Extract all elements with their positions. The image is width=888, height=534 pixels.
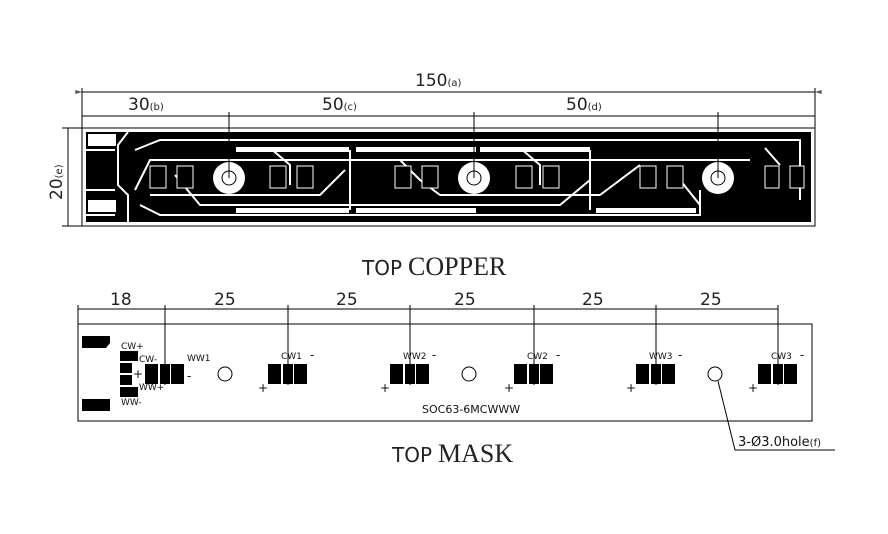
- led-pad: [784, 364, 797, 384]
- copper-pads: [149, 165, 805, 189]
- led-label: WW1: [187, 354, 211, 364]
- led-footprint: CW1- +: [258, 348, 314, 395]
- dim-25: 25: [336, 290, 358, 310]
- led-pad: [636, 364, 649, 384]
- dim-25: 25: [214, 290, 236, 310]
- led-minus: -: [187, 369, 191, 383]
- label-ww-plus: WW+: [139, 383, 164, 393]
- led-minus: -: [800, 348, 804, 362]
- led-pad: [758, 364, 771, 384]
- led-pad: [294, 364, 307, 384]
- led-pad: [268, 364, 281, 384]
- led-footprints: WW1-CW1-+WW2-+CW2-+WW3-+CW3-+: [145, 348, 804, 395]
- label-cw-plus: CW+: [121, 342, 144, 352]
- dim-25: 25: [454, 290, 476, 310]
- led-pad: [514, 364, 527, 384]
- dim-overall: 150(a): [415, 71, 461, 91]
- led-footprint: CW3- +: [748, 348, 804, 395]
- led-plus: +: [748, 381, 758, 395]
- led-label: WW2: [403, 352, 427, 362]
- label-cw-minus: CW-: [139, 355, 157, 365]
- hole-leader-line: [717, 380, 835, 451]
- part-number: SOC63-6MCWWW: [422, 403, 520, 416]
- led-footprint: CW2- +: [504, 348, 560, 395]
- dim-50-d: 50(d): [566, 95, 602, 115]
- mask-board-outline: [77, 323, 813, 422]
- led-label: CW3: [771, 352, 792, 362]
- led-pad: [529, 364, 539, 384]
- led-pad: [773, 364, 783, 384]
- led-pad: [405, 364, 415, 384]
- copper-traces: [86, 131, 801, 222]
- led-pad: [390, 364, 403, 384]
- dim-50-c: 50(c): [322, 95, 357, 115]
- label-ww-minus: WW-: [121, 398, 142, 408]
- led-minus: -: [310, 348, 314, 362]
- copper-gaps: [88, 134, 696, 213]
- led-plus: +: [626, 381, 636, 395]
- led-label: WW3: [649, 352, 673, 362]
- led-pad: [540, 364, 553, 384]
- top-copper-section: 150(a) 30(b) 50(c) 50(d) 20(e): [47, 71, 822, 281]
- dim-18: 18: [110, 290, 132, 310]
- hole-note: 3-Ø3.0hole(f): [738, 435, 821, 450]
- led-pad: [171, 364, 184, 384]
- dim-25: 25: [582, 290, 604, 310]
- led-footprint: WW1 -: [145, 354, 211, 384]
- led-minus: -: [556, 348, 560, 362]
- led-label: CW1: [281, 352, 302, 362]
- led-plus: +: [380, 381, 390, 395]
- connector-pads: [82, 336, 138, 411]
- label-plus: +: [133, 367, 143, 381]
- dim-height: 20(e): [47, 164, 67, 200]
- top-mask-section: 18 25 25 25 25 25 CW+ CW- + WW+ WW- WW1 -…: [77, 290, 835, 468]
- led-minus: -: [678, 348, 682, 362]
- hole-icon: [707, 366, 723, 382]
- led-pad: [283, 364, 293, 384]
- led-pad: [651, 364, 661, 384]
- led-minus: -: [432, 348, 436, 362]
- hole-icon: [461, 366, 477, 382]
- led-pad: [160, 364, 170, 384]
- led-footprint: WW3- +: [626, 348, 682, 395]
- dim-30: 30(b): [128, 95, 164, 115]
- led-pad: [662, 364, 675, 384]
- hole-icon: [217, 366, 233, 382]
- dim-25: 25: [700, 290, 722, 310]
- led-footprint: WW2- +: [380, 348, 436, 395]
- led-plus: +: [258, 381, 268, 395]
- led-pad: [416, 364, 429, 384]
- led-center-lines: [164, 305, 779, 385]
- led-label: CW2: [527, 352, 548, 362]
- led-plus: +: [504, 381, 514, 395]
- led-pad: [145, 364, 158, 384]
